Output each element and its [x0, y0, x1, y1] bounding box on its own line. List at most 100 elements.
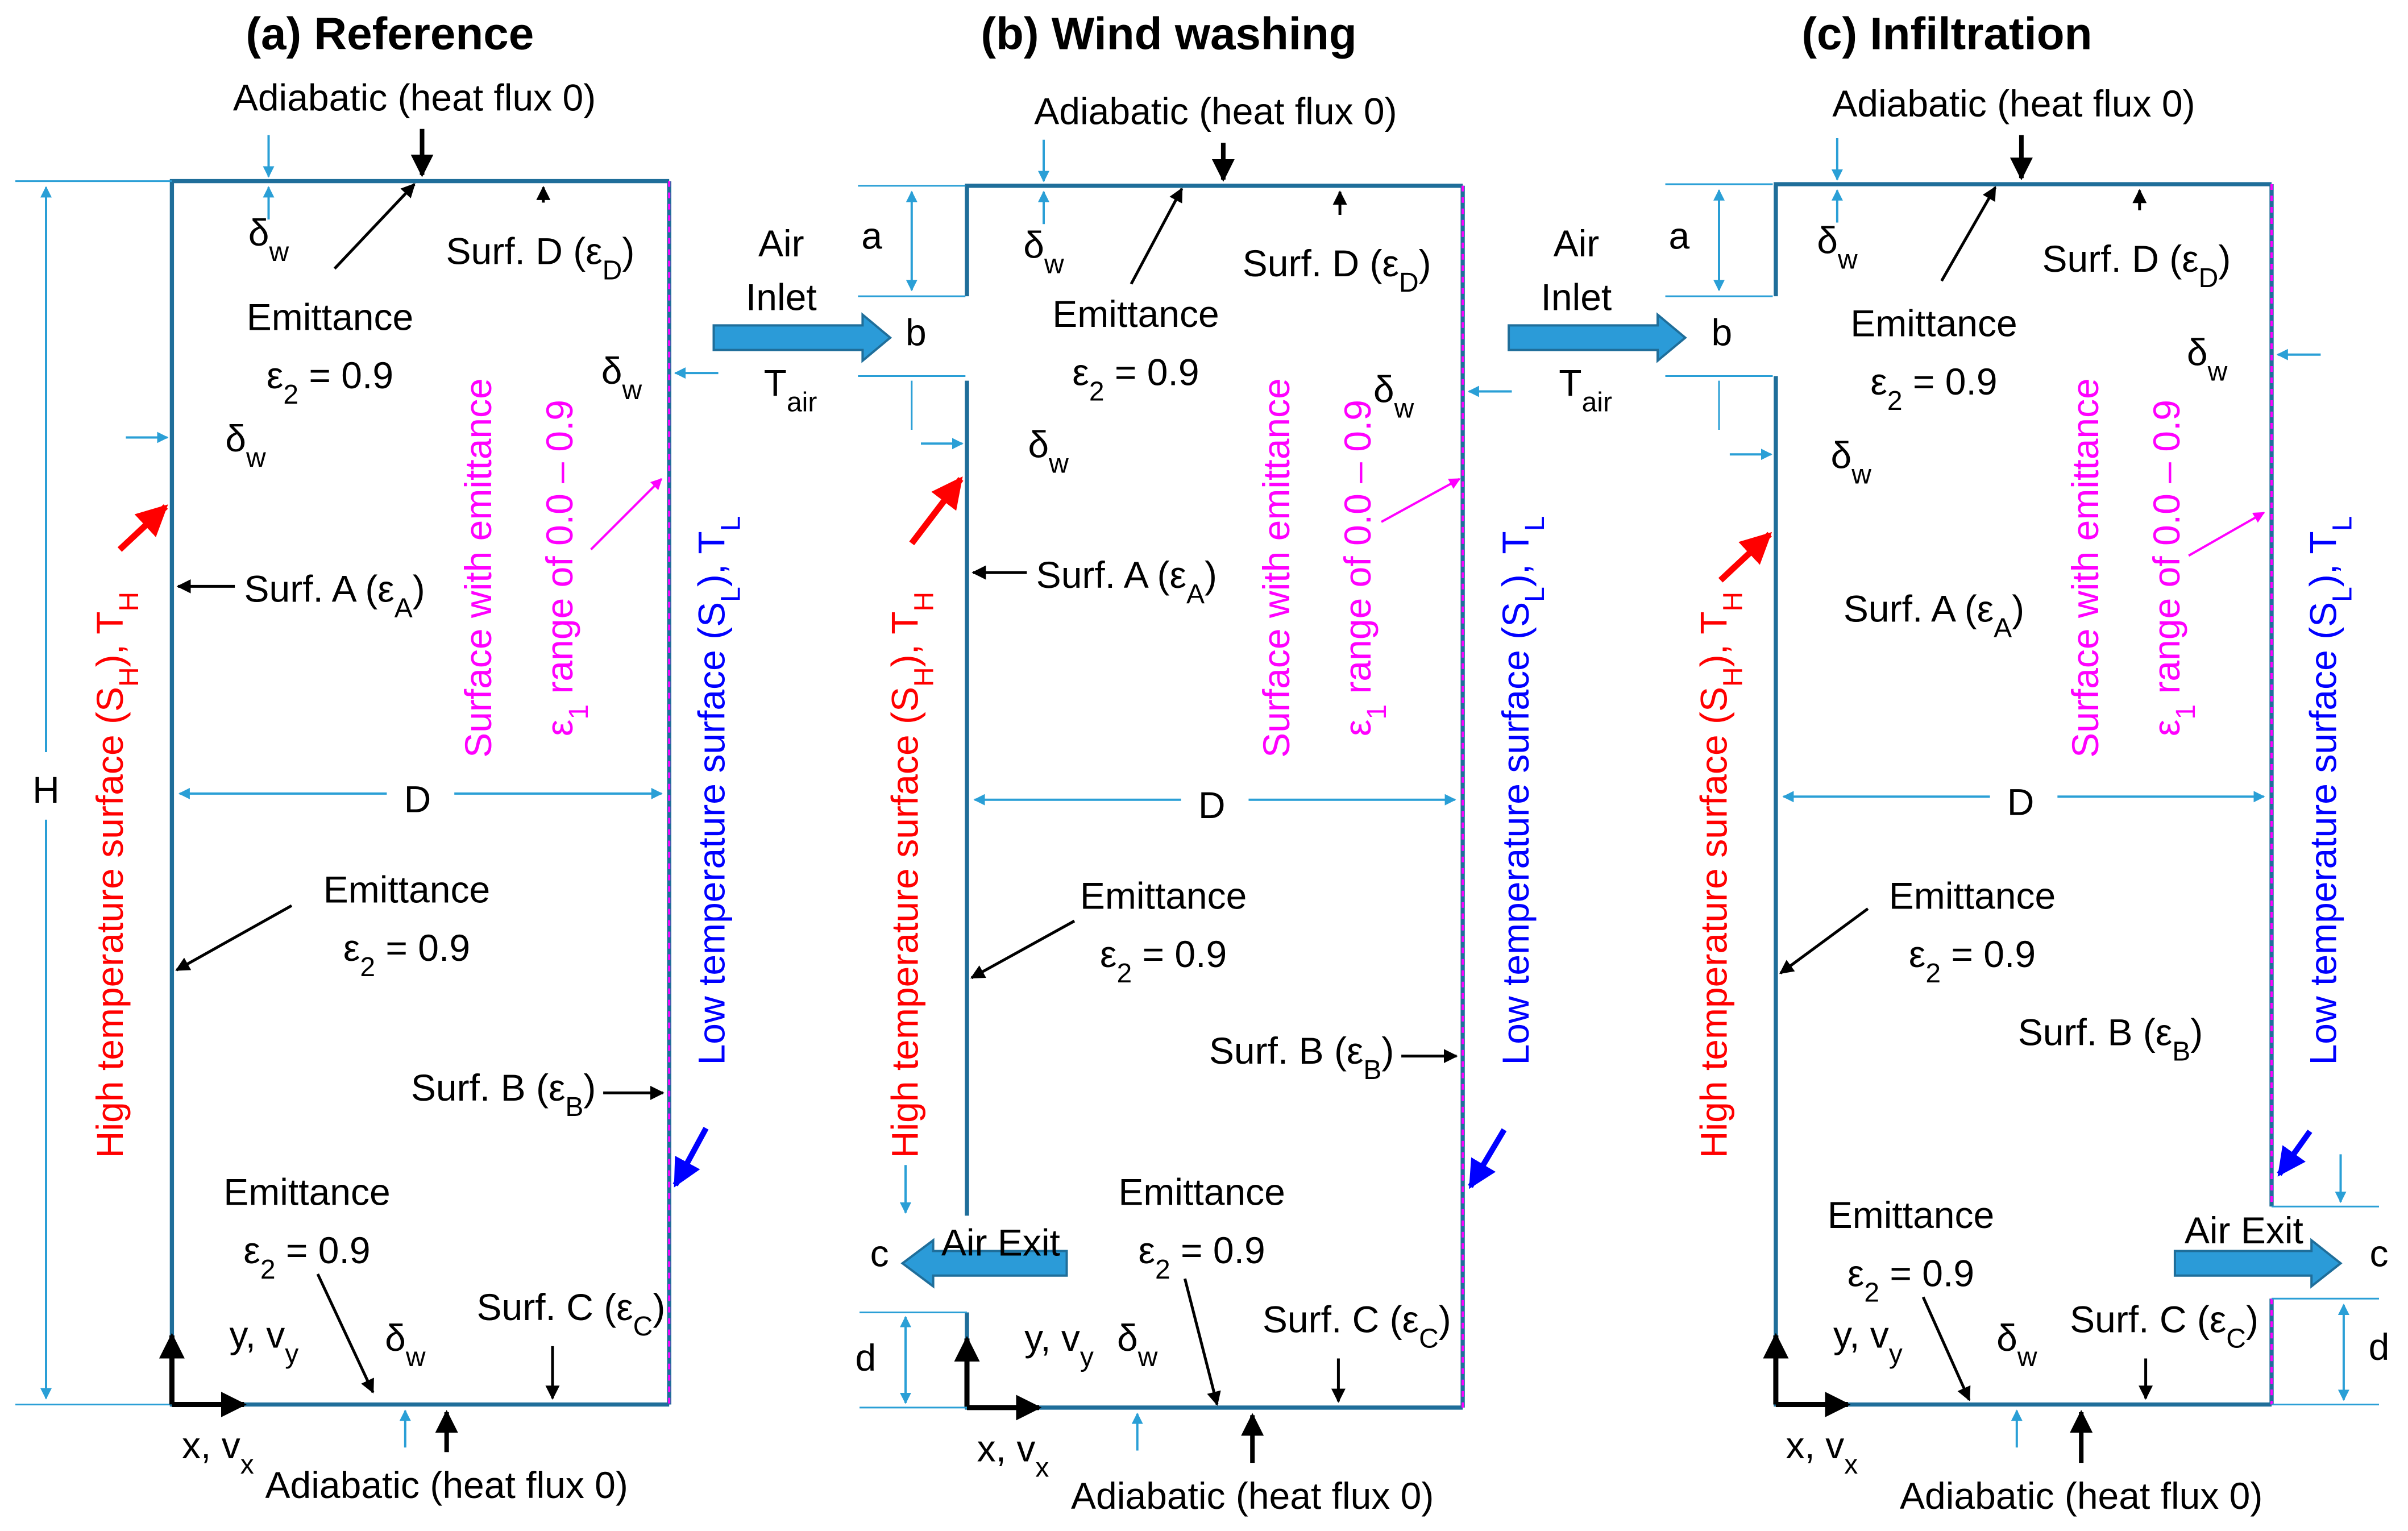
infiltration-surf-a-label: Surf. A (εA) [1844, 588, 2024, 644]
wind-washing-air-inlet-label-1: Air [758, 222, 804, 264]
reference-emittance-arrow-2 [316, 1273, 375, 1394]
reference-height-label: H [32, 769, 60, 811]
reference-cold-surface-arrow [672, 1127, 709, 1188]
infiltration-emit-range-line2: ε1 range of 0.0 – 0.9 [2145, 400, 2201, 736]
reference-emit-range-arrow [590, 478, 663, 551]
infiltration-axis-y-label: y, vy [1833, 1314, 1903, 1370]
reference-delta-w-top: δw [248, 211, 289, 267]
reference-enclosure-wall [169, 179, 670, 1407]
reference-delta-w-left: δw [225, 417, 266, 473]
wind-washing-axis-y-label: y, vy [1024, 1317, 1094, 1372]
reference-surf-a-label: Surf. A (εA) [244, 567, 425, 623]
infiltration-emittance-value-0: ε2 = 0.9 [1870, 360, 1997, 416]
reference-adiabatic-top-label: Adiabatic (heat flux 0) [233, 76, 596, 118]
wind-washing-air-inlet-arrow [712, 312, 892, 363]
wind-washing-axis-x-label: x, vx [977, 1427, 1049, 1483]
wind-washing-emittance-arrow-2 [1183, 1278, 1221, 1406]
infiltration-surf-d-label: Surf. D (εD) [2042, 238, 2231, 293]
wind-washing-emittance-value-0: ε2 = 0.9 [1072, 351, 1199, 407]
wind-washing-emittance-arrow-1 [970, 919, 1076, 980]
wind-washing-emit-range-line1: Surface with emittance [1255, 378, 1297, 758]
wind-washing-c-label: c [870, 1233, 889, 1275]
wind-washing-delta-w-bottom: δw [1117, 1317, 1158, 1372]
reference-emittance-arrow-0 [333, 183, 416, 270]
reference-hot-surface-arrow [117, 504, 168, 552]
reference-height-label-bg [18, 752, 74, 820]
infiltration-width-label-bg [1990, 762, 2058, 824]
infiltration-emit-range-line1: Surface with emittance [2064, 378, 2106, 758]
reference-axis-x-label: x, vx [182, 1424, 254, 1480]
infiltration-hot-surface-label: High temperature surface (SH), TH [1693, 592, 1749, 1158]
reference-delta-w-bottom: δw [385, 1317, 426, 1372]
wind-washing-emit-range-line2: ε1 range of 0.0 – 0.9 [1336, 400, 1392, 736]
infiltration-emittance-arrow-0 [1940, 186, 1997, 282]
infiltration-air-exit-arrow [2173, 1238, 2343, 1289]
infiltration-axis-x-label: x, vx [1786, 1424, 1858, 1480]
infiltration-adiabatic-top-label: Adiabatic (heat flux 0) [1832, 82, 2195, 125]
infiltration-c-label: c [2370, 1233, 2389, 1275]
reference-adiabatic-bottom-label: Adiabatic (heat flux 0) [265, 1464, 628, 1506]
wind-washing-hot-surface-label: High temperature surface (SH), TH [884, 592, 940, 1158]
reference-surf-b-label: Surf. B (εB) [411, 1067, 596, 1122]
wind-washing-adiabatic-bottom-label: Adiabatic (heat flux 0) [1071, 1475, 1434, 1517]
reference-emittance-arrow-1 [175, 904, 293, 972]
wind-washing-delta-w-right: δw [1373, 368, 1414, 424]
infiltration-emittance-value-2: ε2 = 0.9 [1847, 1252, 1974, 1308]
infiltration-emittance-value-1: ε2 = 0.9 [1909, 933, 2036, 989]
infiltration-cold-surface-arrow [2277, 1129, 2312, 1177]
wind-washing-air-exit-arrow [900, 1238, 1068, 1289]
wind-washing-emittance-arrow-0 [1130, 187, 1184, 285]
reference-emit-range-line2: ε1 range of 0.0 – 0.9 [538, 400, 594, 736]
wind-washing-top-wall [965, 184, 1463, 297]
infiltration-air-inlet-label-2: Inlet [1541, 276, 1612, 318]
wind-washing-b-label: b [906, 312, 927, 354]
reference-emittance-value-1: ε2 = 0.9 [343, 927, 470, 982]
infiltration-surf-c-label: Surf. C (εC) [2070, 1298, 2258, 1354]
infiltration-air-inlet-label-1: Air [1554, 222, 1600, 264]
infiltration-d-label: d [2369, 1326, 2390, 1368]
reference-emittance-label-1: Emittance [323, 869, 490, 911]
wind-washing-cold-surface-label: Low temperature surface (SL), TL [1494, 516, 1550, 1065]
reference-cold-surface-label: Low temperature surface (SL), TL [690, 516, 746, 1065]
wind-washing-emittance-label-2: Emittance [1118, 1171, 1285, 1213]
wind-washing-width-label-bg [1181, 766, 1249, 828]
infiltration-b-label: b [1712, 312, 1733, 354]
infiltration-adiabatic-bottom-label: Adiabatic (heat flux 0) [1900, 1475, 2262, 1517]
infiltration-emit-range-arrow [2188, 512, 2265, 557]
reference-surf-d-label: Surf. D (εD) [446, 230, 634, 285]
infiltration-cold-surface-label: Low temperature surface (SL), TL [2302, 516, 2357, 1065]
wind-washing-emit-range-arrow [1381, 478, 1461, 523]
infiltration-surf-b-label: Surf. B (εB) [2018, 1011, 2203, 1067]
infiltration-hot-surface-arrow [1718, 532, 1772, 583]
reference-axis-y-label: y, vy [230, 1314, 299, 1370]
infiltration-a-label: a [1668, 214, 1689, 256]
wind-washing-surf-c-label: Surf. C (εC) [1263, 1298, 1451, 1354]
wind-washing-a-label: a [861, 214, 882, 256]
infiltration-emittance-label-0: Emittance [1850, 302, 2017, 344]
infiltration-delta-w-right: δw [2187, 331, 2228, 387]
infiltration-top-wall [1774, 182, 2272, 297]
wind-washing-delta-w-top: δw [1023, 224, 1064, 280]
wind-washing-adiabatic-top-label: Adiabatic (heat flux 0) [1034, 90, 1397, 132]
wind-washing-t-air-label: Tair [764, 362, 817, 418]
wind-washing-surf-b-label: Surf. B (εB) [1209, 1030, 1394, 1085]
infiltration-air-exit-label: Air Exit [2185, 1209, 2303, 1251]
reference-emittance-value-2: ε2 = 0.9 [243, 1229, 370, 1285]
infiltration-emittance-arrow-1 [1779, 907, 1869, 974]
wind-washing-emittance-label-0: Emittance [1052, 293, 1219, 335]
reference-hot-surface-label: High temperature surface (SH), TH [89, 592, 144, 1158]
reference-emittance-value-0: ε2 = 0.9 [267, 354, 393, 410]
reference-width-label: D [404, 778, 431, 820]
infiltration-t-air-label: Tair [1559, 362, 1612, 418]
reference-surf-c-label: Surf. C (εC) [476, 1286, 665, 1342]
reference-width-label-bg [387, 760, 455, 821]
wind-washing-cold-surface-arrow [1468, 1128, 1507, 1189]
reference-emit-range-line1: Surface with emittance [457, 378, 499, 758]
wind-washing-emittance-label-1: Emittance [1080, 874, 1247, 916]
wind-washing-title: (b) Wind washing [981, 8, 1356, 59]
wind-washing-air-inlet-label-2: Inlet [746, 276, 817, 318]
infiltration-emittance-arrow-2 [1921, 1296, 1971, 1401]
infiltration-air-inlet-arrow [1508, 312, 1687, 363]
